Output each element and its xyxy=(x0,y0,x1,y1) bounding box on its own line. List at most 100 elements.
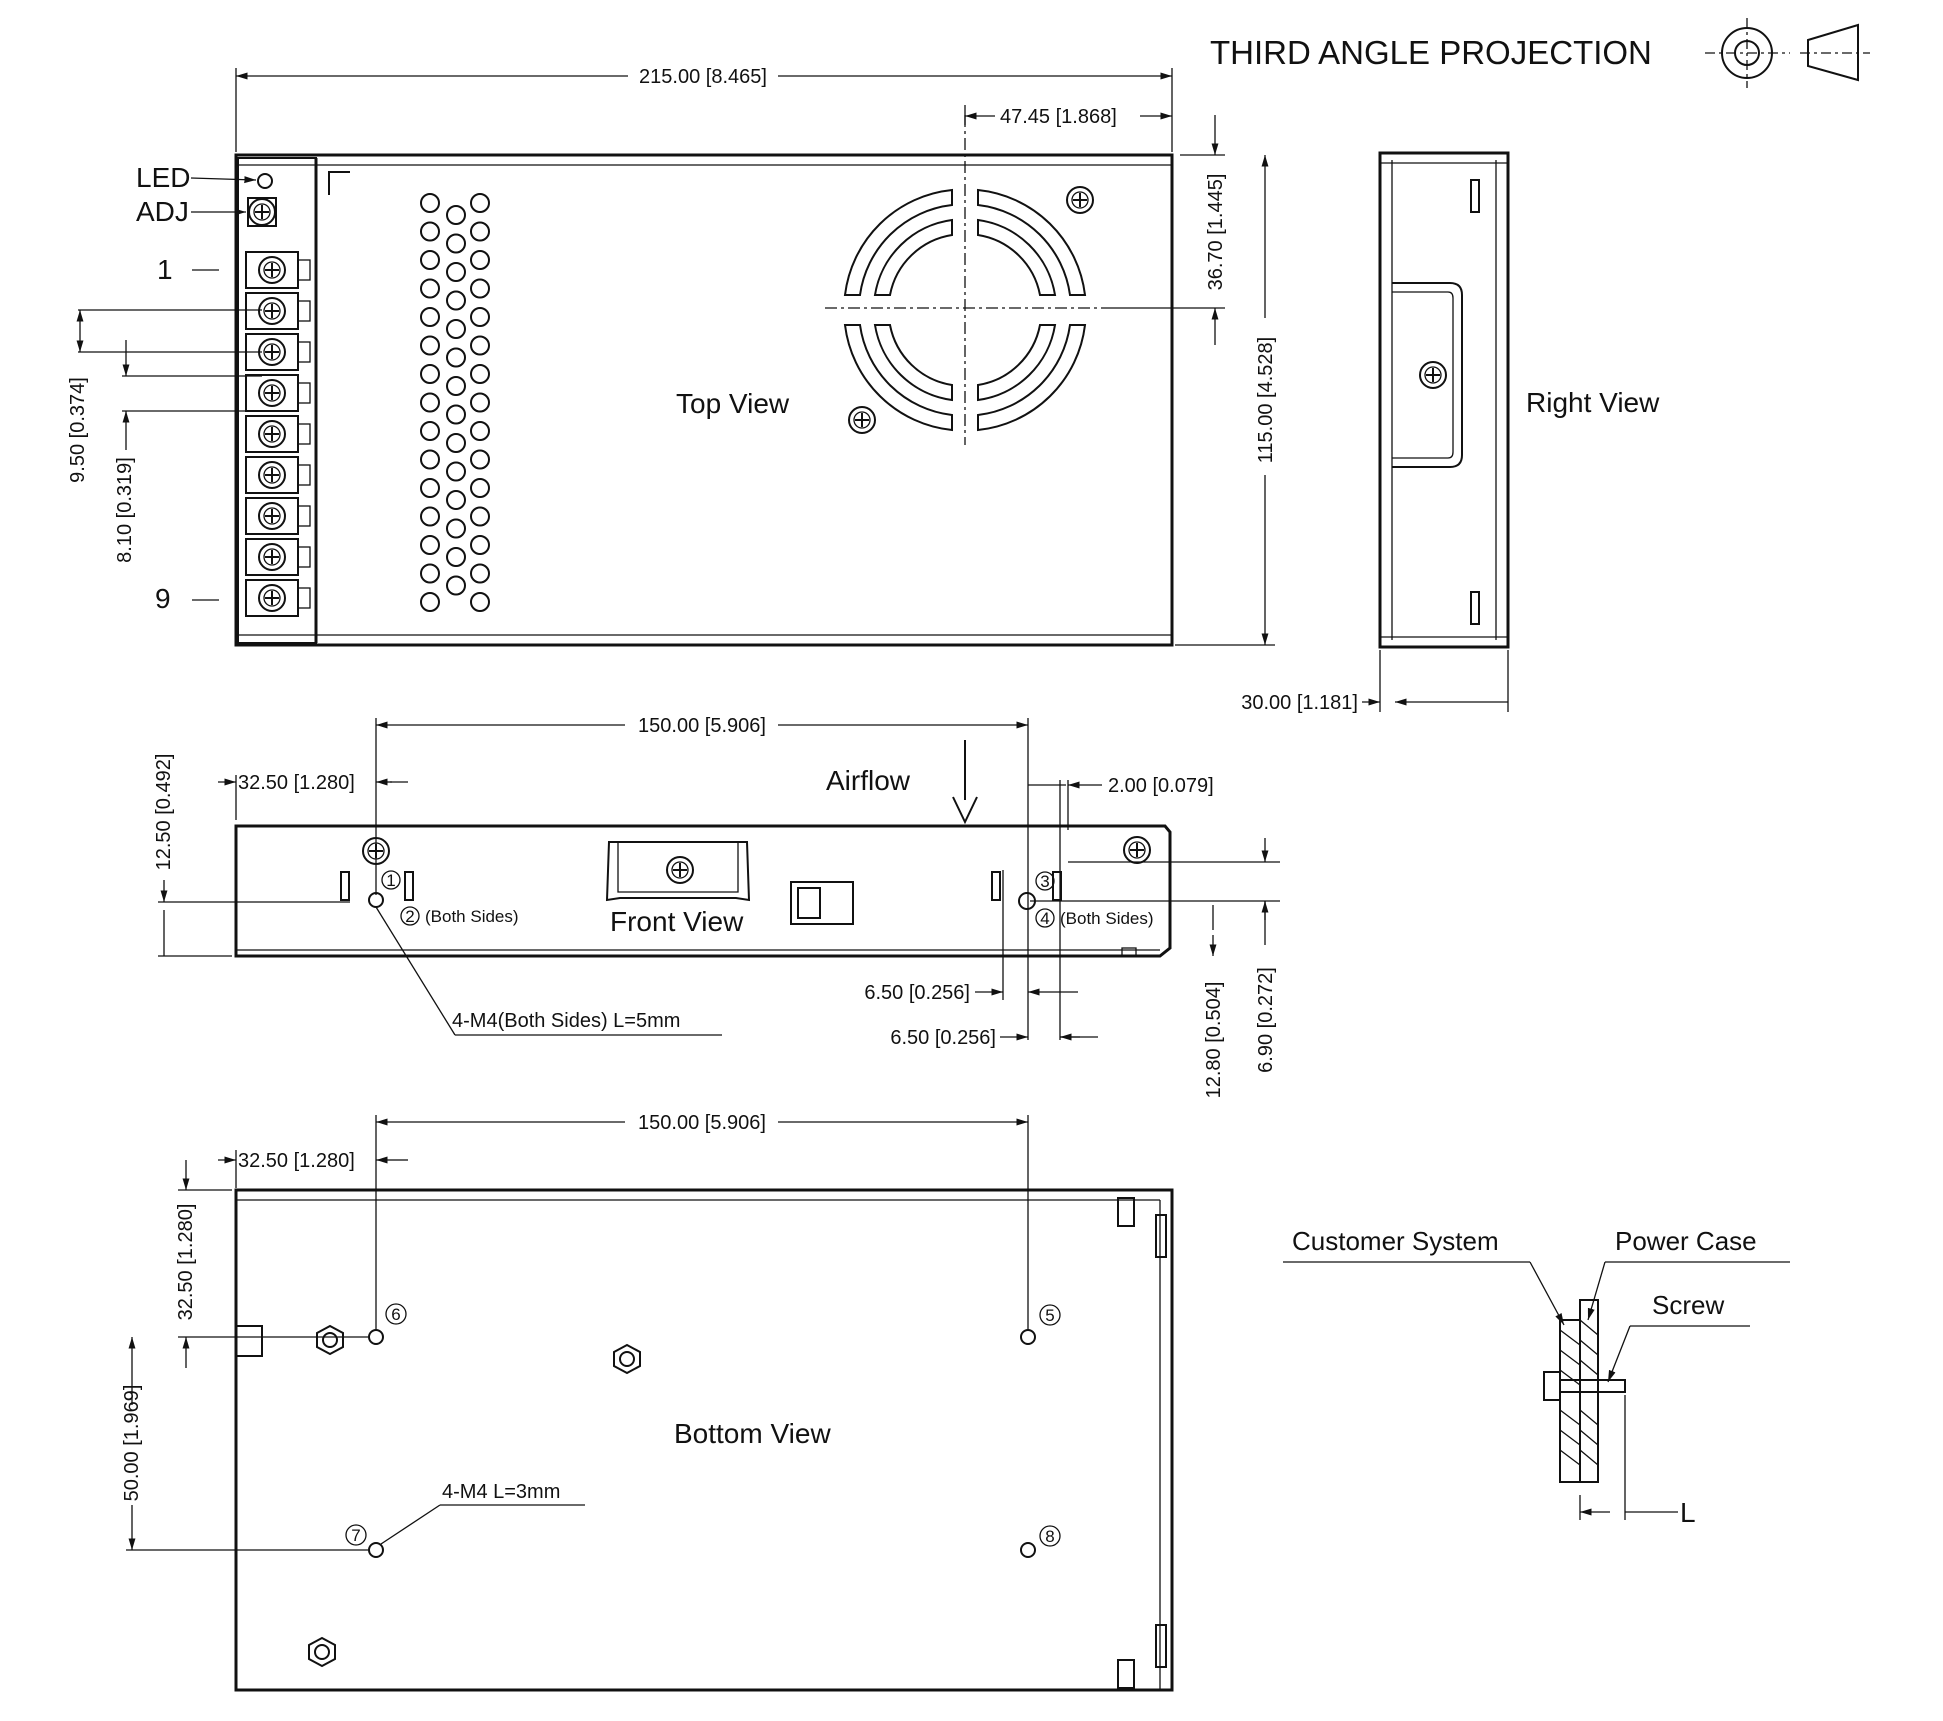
bottom-view-label: Bottom View xyxy=(674,1418,831,1449)
vent-hole xyxy=(446,233,466,254)
dim-front-hole-height: 12.50 [0.492] xyxy=(153,754,175,871)
dim-right-height-a: 12.80 [0.504] xyxy=(1203,982,1225,1099)
vent-hole xyxy=(446,575,466,596)
dim-terminal-pitch-b: 8.10 [0.319] xyxy=(114,457,136,563)
led-label: LED xyxy=(136,162,190,193)
svg-text:3: 3 xyxy=(1040,872,1049,891)
vent-hole xyxy=(446,547,466,567)
hole-number-1: 1 xyxy=(381,870,401,890)
terminal-screw-icon xyxy=(245,538,311,576)
right-view: Right View 30.00 [1.181] xyxy=(1241,151,1660,714)
vent-hole xyxy=(420,392,440,413)
dim-bottom-top-offset: 32.50 [1.280] xyxy=(175,1204,197,1321)
top-view-outline xyxy=(234,153,1174,647)
terminal-last-label: 9 xyxy=(155,583,171,614)
vent-hole xyxy=(446,518,466,539)
hole-number-2: 2 xyxy=(400,906,420,926)
mount-hole xyxy=(1020,1542,1036,1558)
svg-text:1: 1 xyxy=(386,871,395,890)
vent-hole xyxy=(470,535,490,555)
dim-fan-offset: 47.45 [1.868] xyxy=(1000,106,1117,128)
vent-hole xyxy=(420,592,440,612)
mounting-detail: Customer System Power Case Screw L xyxy=(1283,1226,1790,1528)
bottom-nut-icon xyxy=(316,1325,344,1355)
bracket-screw-icon xyxy=(1419,361,1447,389)
projection-label: THIRD ANGLE PROJECTION xyxy=(1210,34,1652,71)
bottom-view-outline xyxy=(234,1188,1174,1692)
bottom-nut-icon xyxy=(308,1637,336,1667)
vent-hole xyxy=(420,278,440,299)
vent-hole xyxy=(470,193,490,213)
dim-bottom-vertical-spacing: 50.00 [1.969] xyxy=(121,1385,143,1502)
hole-number-8: 8 xyxy=(1039,1525,1061,1547)
vent-hole xyxy=(470,449,490,470)
bottom-view: 5 6 7 8 Bottom View 4-M4 L=3mm 150.00 [5… xyxy=(121,1112,1174,1692)
adj-label: ADJ xyxy=(136,196,189,227)
bottom-hole-callout: 4-M4 L=3mm xyxy=(442,1481,560,1503)
bottom-nut-icon xyxy=(613,1344,641,1374)
terminal-screw-icon xyxy=(245,374,311,412)
terminal-screw-icon xyxy=(245,415,311,453)
mount-cross-section xyxy=(1543,1299,1678,1520)
dim-fan-center: 36.70 [1.445] xyxy=(1205,174,1227,291)
vent-hole xyxy=(446,290,466,311)
svg-text:6: 6 xyxy=(391,1305,400,1324)
mount-hole xyxy=(368,892,384,908)
vent-hole xyxy=(420,335,440,356)
vent-hole xyxy=(446,404,466,425)
terminal-screw-icon xyxy=(245,251,311,289)
dim-edge-gap: 2.00 [0.079] xyxy=(1108,775,1214,797)
vent-hole xyxy=(420,535,440,555)
fan-screw-icon xyxy=(848,406,876,434)
vent-hole xyxy=(446,205,466,225)
terminal-first-label: 1 xyxy=(157,254,173,285)
screw-label: Screw xyxy=(1652,1290,1724,1320)
dim-bottom-left-offset: 32.50 [1.280] xyxy=(238,1150,355,1172)
vent-hole xyxy=(420,449,440,470)
dim-overall-width: 115.00 [4.528] xyxy=(1255,337,1277,463)
dim-bottom-hole-spacing: 150.00 [5.906] xyxy=(638,1112,766,1134)
terminal-screws xyxy=(245,251,311,617)
vent-hole xyxy=(470,278,490,299)
power-switch xyxy=(790,881,854,925)
hole-number-4: 4 xyxy=(1035,908,1055,928)
customer-system-label: Customer System xyxy=(1292,1226,1499,1256)
terminal-screw-icon xyxy=(245,497,311,535)
svg-text:2: 2 xyxy=(405,907,414,926)
vent-hole xyxy=(420,563,440,584)
vent-hole xyxy=(470,478,490,498)
vent-hole xyxy=(470,307,490,327)
vent-hole xyxy=(420,506,440,527)
front-screw-icon xyxy=(1123,836,1151,864)
vent-hole xyxy=(420,364,440,384)
dim-front-hole-spacing: 150.00 [5.906] xyxy=(638,715,766,737)
mount-hole xyxy=(368,1329,384,1345)
vent-hole xyxy=(470,592,490,612)
vent-hole xyxy=(470,421,490,441)
vent-hole xyxy=(470,221,490,242)
front-view: Front View Airflow 1 2 3 4 (Both Sides) … xyxy=(153,715,1280,1098)
vent-hole xyxy=(470,563,490,584)
vent-hole xyxy=(470,250,490,270)
dim-terminal-pitch-a: 9.50 [0.374] xyxy=(67,377,89,483)
svg-text:7: 7 xyxy=(351,1526,360,1545)
both-sides-note: (Both Sides) xyxy=(1060,909,1154,928)
hole-number-6: 6 xyxy=(385,1303,407,1325)
led-indicator xyxy=(257,173,273,189)
third-angle-projection-icon xyxy=(1705,18,1870,88)
front-view-outline xyxy=(234,824,1172,958)
terminal-block xyxy=(237,157,317,644)
projection-header: THIRD ANGLE PROJECTION xyxy=(1210,18,1870,88)
front-hole-callout: 4-M4(Both Sides) L=5mm xyxy=(452,1010,680,1032)
dim-hole-offset-b: 6.50 [0.256] xyxy=(890,1027,996,1049)
vent-hole xyxy=(446,347,466,368)
right-view-label: Right View xyxy=(1526,387,1660,418)
top-view: Top View LED ADJ 1 9 215.00 [8.465] 47.4… xyxy=(67,66,1277,647)
vent-hole xyxy=(420,307,440,327)
vent-holes xyxy=(420,193,490,612)
hole-number-5: 5 xyxy=(1039,1304,1061,1326)
fan-screw-icon xyxy=(1066,186,1094,214)
hole-number-7: 7 xyxy=(345,1524,367,1546)
svg-text:5: 5 xyxy=(1045,1306,1054,1325)
